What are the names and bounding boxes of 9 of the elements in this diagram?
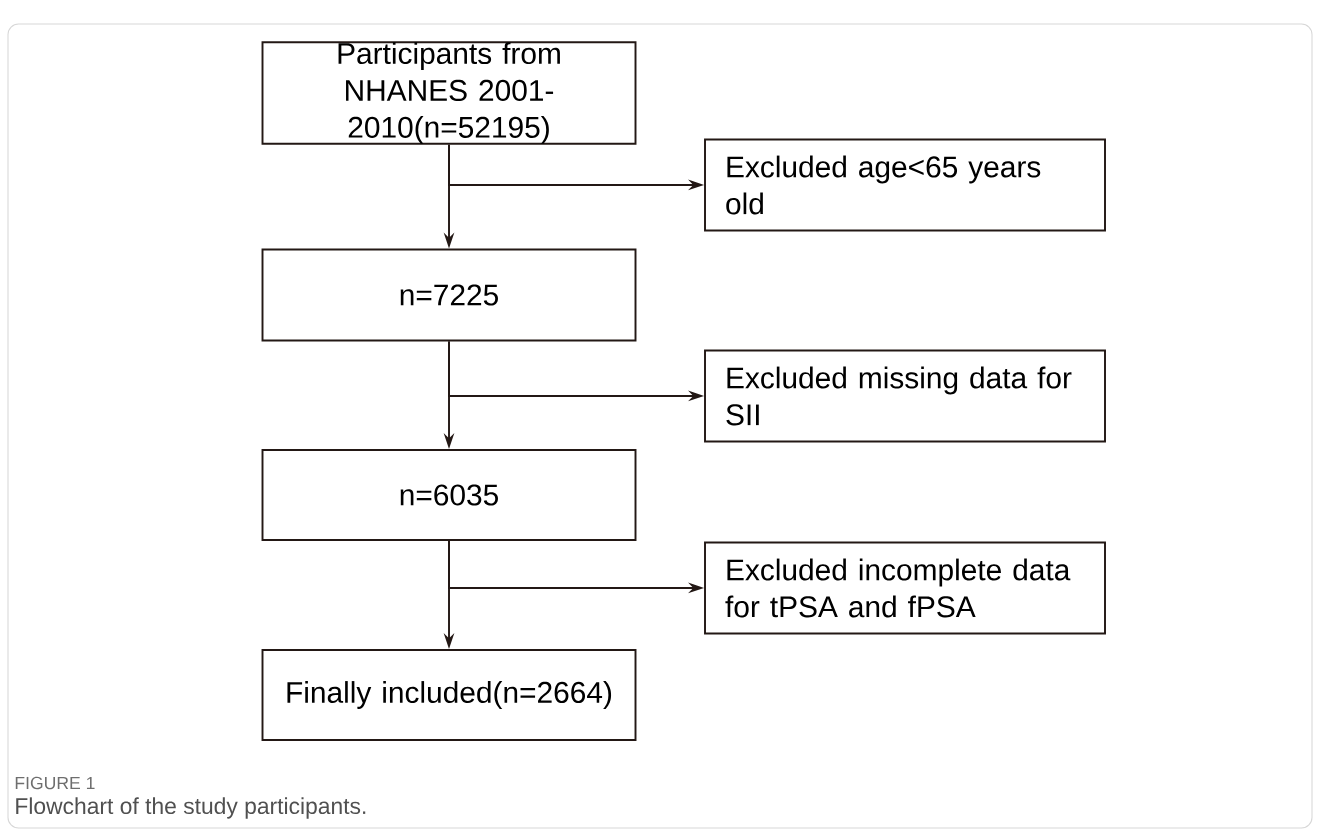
exclusion-box: Excluded incomplete data for tPSA and fPSA	[704, 541, 1106, 635]
process-box: n=7225	[261, 248, 637, 342]
figure-number: FIGURE 1	[15, 776, 95, 790]
process-box: n=6035	[261, 449, 637, 541]
exclusion-box: Excluded age<65 years old	[704, 138, 1106, 232]
process-box: Participants from NHANES 2001-2010(n=52195)	[261, 41, 637, 145]
caption: Flowchart of the study participants.	[16, 797, 366, 819]
process-box: Finally included(n=2664)	[261, 649, 637, 741]
exclusion-box: Excluded missing data for SII	[704, 349, 1106, 443]
